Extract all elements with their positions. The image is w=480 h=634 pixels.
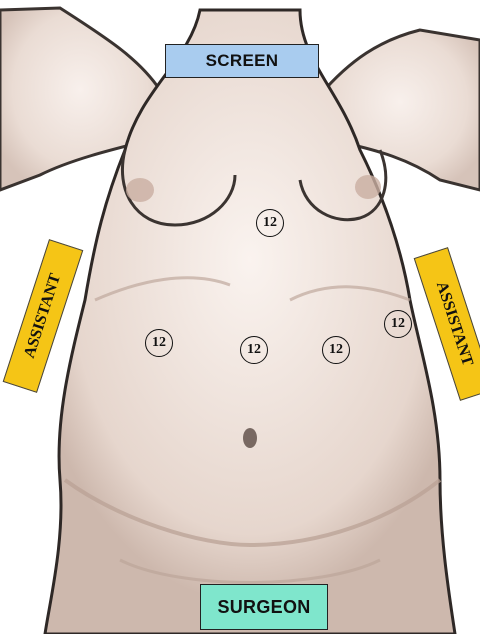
surgeon-label: SURGEON <box>200 584 328 630</box>
port-right-mid: 12 <box>322 336 350 364</box>
port-upper-midline: 12 <box>256 209 284 237</box>
navel <box>243 428 257 448</box>
screen-label: SCREEN <box>165 44 319 78</box>
left-areola <box>126 178 154 202</box>
right-areola <box>355 175 381 199</box>
port-right-lateral: 12 <box>384 310 412 338</box>
port-left-lateral: 12 <box>145 329 173 357</box>
port-center: 12 <box>240 336 268 364</box>
